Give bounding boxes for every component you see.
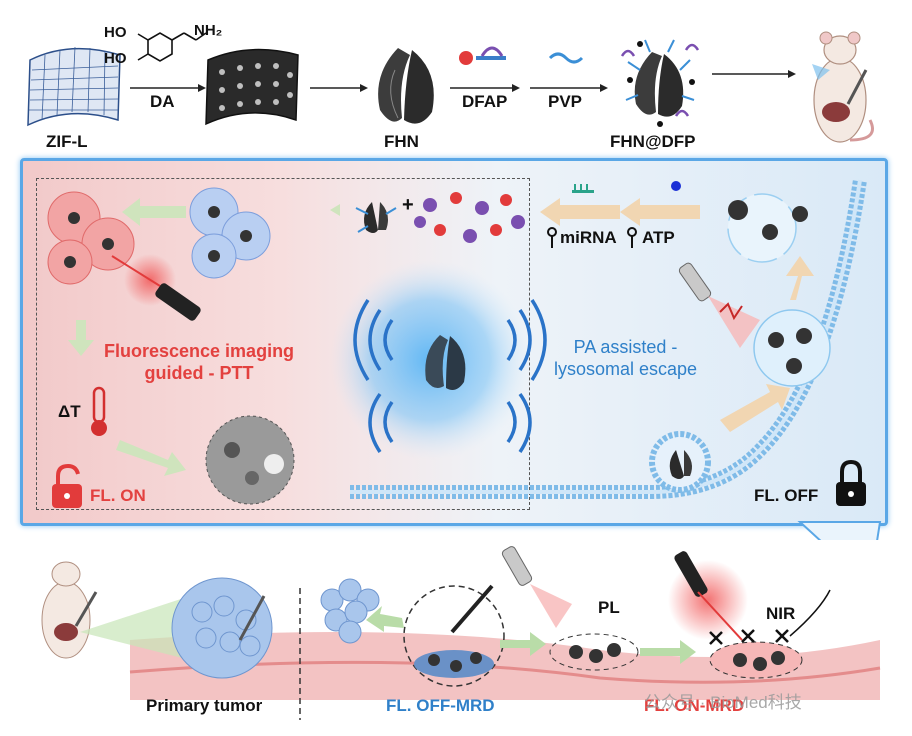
flow-arrows-left — [68, 198, 340, 476]
fhn-particle — [378, 48, 434, 124]
da-label: DA — [150, 92, 175, 111]
pa-escape-title: PA assisted - lysosomal escape — [554, 336, 697, 380]
arrow-to-injection — [712, 70, 796, 78]
zif-l-label: ZIF-L — [46, 132, 88, 151]
arrow-pda-to-fhn — [310, 84, 368, 92]
arrow-zif-to-pda — [130, 84, 206, 92]
locked-padlock-icon — [836, 459, 866, 506]
central-glowing-fhn — [330, 260, 547, 460]
arrow-fhn-to-dfap — [450, 84, 520, 92]
mouse-bottom — [41, 561, 98, 659]
cell-membrane — [350, 178, 867, 499]
fluorescence-line-1: Fluorescence imaging — [104, 341, 295, 361]
ruptured-lysosome — [727, 193, 808, 263]
unlocked-padlock-icon — [52, 463, 82, 508]
flow-arrows-right — [540, 198, 814, 432]
watermark: 公众号 · BioMed科技 — [644, 693, 802, 712]
released-probes — [414, 192, 525, 243]
fl-on-mrd-ellipse — [709, 641, 803, 679]
nir-laser — [668, 551, 748, 641]
dopamine-structure — [137, 32, 207, 62]
residual-disease-ellipse — [549, 633, 639, 671]
thermometer-icon — [91, 386, 107, 436]
fluorescent-tumor-cells-red — [47, 191, 135, 285]
atp-key-icon — [627, 227, 637, 248]
pl-label: PL — [598, 598, 620, 617]
green-flow-arrows — [366, 606, 696, 664]
surgery-circle — [403, 584, 505, 687]
pl-laser — [501, 546, 572, 628]
dopamine-ho-bottom: HO — [104, 50, 127, 67]
primary-tumor-label: Primary tumor — [146, 696, 263, 715]
delta-t-label: ΔT — [58, 402, 81, 421]
primary-tumor-circle — [171, 577, 273, 679]
fluorescence-imaging-title: Fluorescence imaging guided - PTT — [104, 340, 294, 384]
suture-marks — [709, 589, 831, 645]
nir-label: NIR — [766, 604, 796, 623]
mirna-key-icon — [547, 227, 557, 248]
tumor-cluster — [320, 578, 380, 644]
labeled-tumor-cells-blue — [189, 187, 271, 279]
mirna-label: miRNA — [560, 228, 617, 247]
pvp-polymer-icon — [548, 52, 584, 64]
pda-coated-sheet — [205, 48, 299, 126]
fluorescence-line-2: guided - PTT — [144, 363, 254, 383]
dead-tumor-cell — [205, 415, 295, 505]
panel-graphics — [47, 178, 882, 540]
nanoparticle-with-probes — [355, 202, 397, 233]
fhn-dfp-label: FHN@DFP — [610, 132, 696, 151]
pulsed-laser — [678, 262, 760, 348]
arrow-dfap-to-pvp — [530, 84, 608, 92]
zif-l-sheet — [27, 46, 121, 127]
plus-sign: + — [402, 194, 414, 216]
atp-dot-icon — [671, 181, 681, 191]
dopamine-nh2: NH₂ — [194, 22, 223, 39]
fhn-dfp-particle — [620, 39, 700, 127]
pa-line-2: lysosomal escape — [554, 359, 698, 379]
fl-off-mrd-label: FL. OFF-MRD — [386, 696, 495, 715]
dfap-probe-icon — [459, 46, 506, 65]
lysosome — [753, 309, 831, 387]
top-row-graphics — [27, 31, 874, 143]
ptt-laser — [111, 254, 201, 321]
endocytosed-nanoparticle — [669, 450, 692, 479]
mirna-probe-icon — [572, 184, 594, 193]
callout-pointer — [797, 521, 882, 540]
zoom-cone — [80, 596, 190, 660]
fl-on-mrd-label: FL. ON-MRD — [644, 696, 745, 715]
fl-off-label: FL. OFF — [754, 486, 819, 505]
dfap-label: DFAP — [462, 92, 508, 111]
fhn-label: FHN — [384, 132, 419, 151]
mouse-injection-illustration — [812, 31, 874, 143]
tissue-layer — [129, 632, 881, 700]
atp-label: ATP — [642, 228, 675, 247]
fl-on-label: FL. ON — [90, 486, 146, 505]
pvp-label: PVP — [548, 92, 583, 111]
dopamine-ho-top: HO — [104, 24, 127, 41]
pa-line-1: PA assisted - — [573, 337, 678, 357]
